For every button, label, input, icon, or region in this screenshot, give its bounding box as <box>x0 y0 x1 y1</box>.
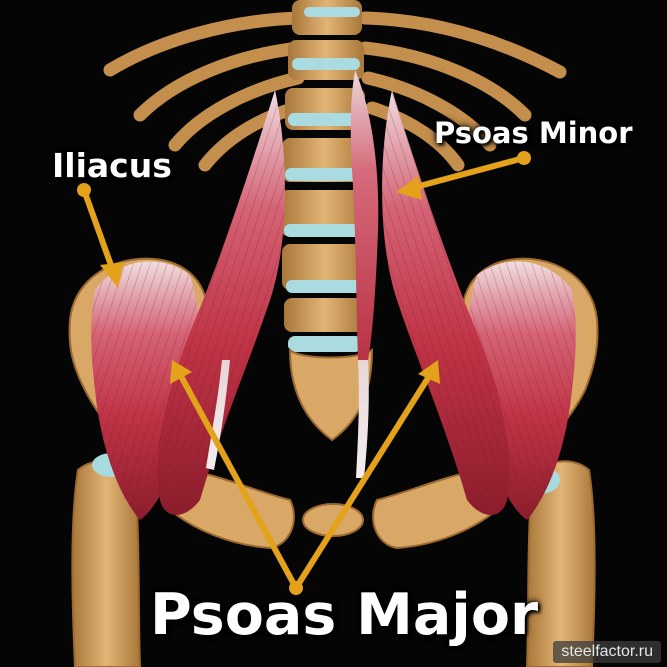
iliacus-label: Iliacus <box>52 146 172 185</box>
rib <box>358 41 532 122</box>
rib <box>365 101 465 172</box>
rib <box>358 11 567 79</box>
femurs <box>71 453 596 667</box>
rib <box>133 41 307 122</box>
rib <box>361 71 497 152</box>
psoas-minor-label: Psoas Minor <box>434 116 633 150</box>
rib <box>103 11 307 77</box>
arrow-psoas-major-right <box>293 360 440 591</box>
annotation-arrows <box>77 151 531 595</box>
rib <box>198 101 302 172</box>
arrow-iliacus <box>77 183 124 288</box>
rib-cage <box>103 11 567 172</box>
left-psoas-major-muscle <box>157 90 285 515</box>
psoas-major-label: Psoas Major <box>150 582 539 648</box>
lumbar-spine <box>280 0 368 352</box>
rib <box>168 71 305 152</box>
arrow-psoas-minor <box>396 151 531 200</box>
watermark: steelfactor.ru <box>553 641 661 663</box>
psoas-minor-muscle <box>206 70 379 478</box>
